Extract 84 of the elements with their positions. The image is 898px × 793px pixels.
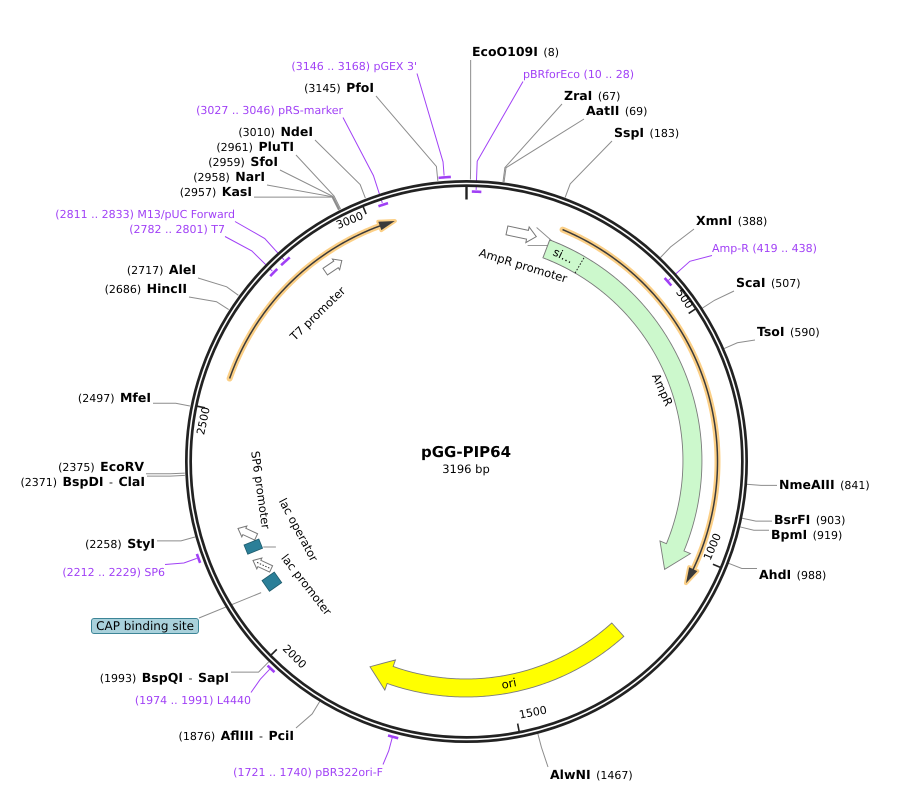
leader-line <box>296 154 342 210</box>
restriction-site-label: (2957) KasI <box>180 184 254 200</box>
primer-label: (1974 .. 1991) L4440 <box>134 692 251 708</box>
restriction-site-label: (2258) StyI <box>85 536 157 552</box>
restriction-site-label: (2375) EcoRV <box>58 459 146 475</box>
leader-line <box>564 140 612 198</box>
leader-line <box>476 81 524 190</box>
leader-line <box>234 221 284 260</box>
restriction-site-label: (3145) PfoI <box>304 80 376 96</box>
scale-number: 3000 <box>334 210 366 232</box>
leader-line <box>296 701 320 728</box>
leader-line <box>164 558 198 565</box>
binding-site-block <box>242 538 264 556</box>
restriction-site-label: AlwNI (1467) <box>548 767 633 783</box>
leader-line <box>188 296 230 310</box>
leader-line <box>146 472 186 474</box>
restriction-site-label: (1876) AflIII - PciI <box>178 728 296 744</box>
primer-label: (2212 .. 2229) SP6 <box>62 564 165 580</box>
scale-number: 1000 <box>702 532 724 562</box>
feature-label: ori <box>500 676 518 692</box>
leader-line <box>342 117 383 204</box>
leader-line <box>266 184 340 210</box>
restriction-site-label: TsoI (590) <box>755 324 820 340</box>
feature-label: si… <box>550 246 576 266</box>
leader-line <box>470 60 472 180</box>
plasmid-name: pGG-PIP64 <box>420 443 512 461</box>
plasmid-length: 3196 bp <box>442 462 490 476</box>
leader-line <box>668 255 712 281</box>
restriction-site-label: XmnI (388) <box>694 213 768 229</box>
primer-label: (2782 .. 2801) T7 <box>129 222 225 236</box>
restriction-site-label: (2958) NarI <box>193 169 267 185</box>
leader-line <box>728 562 758 569</box>
restriction-site-label: (2686) HincII <box>104 281 189 297</box>
leader-line <box>198 592 262 618</box>
leader-line <box>224 236 273 272</box>
restriction-site-label: (3010) NdeI <box>238 124 315 140</box>
restriction-site-label: AatII (69) <box>584 103 648 119</box>
restriction-site-label: (1993) BspQI - SapI <box>100 670 231 686</box>
leader-line <box>230 661 270 673</box>
leader-line <box>146 474 186 477</box>
leader-line <box>724 340 756 350</box>
leader-line <box>504 118 584 183</box>
feature-tag: CAP binding site <box>91 618 199 634</box>
primer-label: (1721 .. 1740) pBR322ori-F <box>233 764 383 780</box>
leader-line <box>376 96 438 182</box>
leader-line <box>416 73 445 176</box>
restriction-site-label: AhdI (988) <box>757 567 826 583</box>
leader-line <box>660 228 694 258</box>
scale-number: 2500 <box>195 406 213 436</box>
leader-line <box>739 526 770 531</box>
restriction-site-label: (2717) AleI <box>126 262 198 278</box>
restriction-site-label: BpmI (919) <box>769 527 842 543</box>
leader-line <box>254 196 340 210</box>
primer-label: pBRforEco (10 .. 28) <box>523 66 634 82</box>
restriction-site-label: SspI (183) <box>612 125 680 141</box>
leader-line <box>702 290 734 309</box>
leader-line <box>741 518 772 522</box>
leader-line <box>250 668 270 693</box>
leader-line <box>262 546 276 548</box>
leader-line <box>198 278 239 296</box>
primer-label: (3027 .. 3046) pRS-marker <box>196 102 343 118</box>
leader-line <box>746 484 778 486</box>
restriction-site-label: (2371) BspDI - ClaI <box>20 474 147 490</box>
leader-line <box>156 536 196 542</box>
leader-line <box>314 140 366 199</box>
primer-label: Amp-R (419 .. 438) <box>712 240 817 256</box>
restriction-site-label: NmeAIII (841) <box>777 477 870 493</box>
restriction-site-label: (2961) PluTI <box>216 139 296 155</box>
leader-line <box>280 170 340 210</box>
primer-label: (2811 .. 2833) M13/pUC Forward <box>55 206 235 222</box>
restriction-site-label: (2959) SfoI <box>208 154 280 170</box>
leader-line <box>537 732 548 768</box>
restriction-site-label: EcoO109I (8) <box>470 44 559 60</box>
restriction-site-label: (2497) MfeI <box>78 390 153 406</box>
feature-label: SP6 promoter <box>248 450 272 530</box>
restriction-site-label: BsrFI (903) <box>772 512 846 528</box>
binding-site-block <box>261 571 283 593</box>
restriction-site-label: ZraI (67) <box>562 88 620 104</box>
leader-line <box>502 104 562 182</box>
primer-label: (3146 .. 3168) pGEX 3' <box>291 58 417 74</box>
restriction-site-label: ScaI (507) <box>734 275 801 291</box>
scale-number: 1500 <box>518 704 548 722</box>
leader-line <box>152 402 190 407</box>
leader-line <box>382 737 393 765</box>
